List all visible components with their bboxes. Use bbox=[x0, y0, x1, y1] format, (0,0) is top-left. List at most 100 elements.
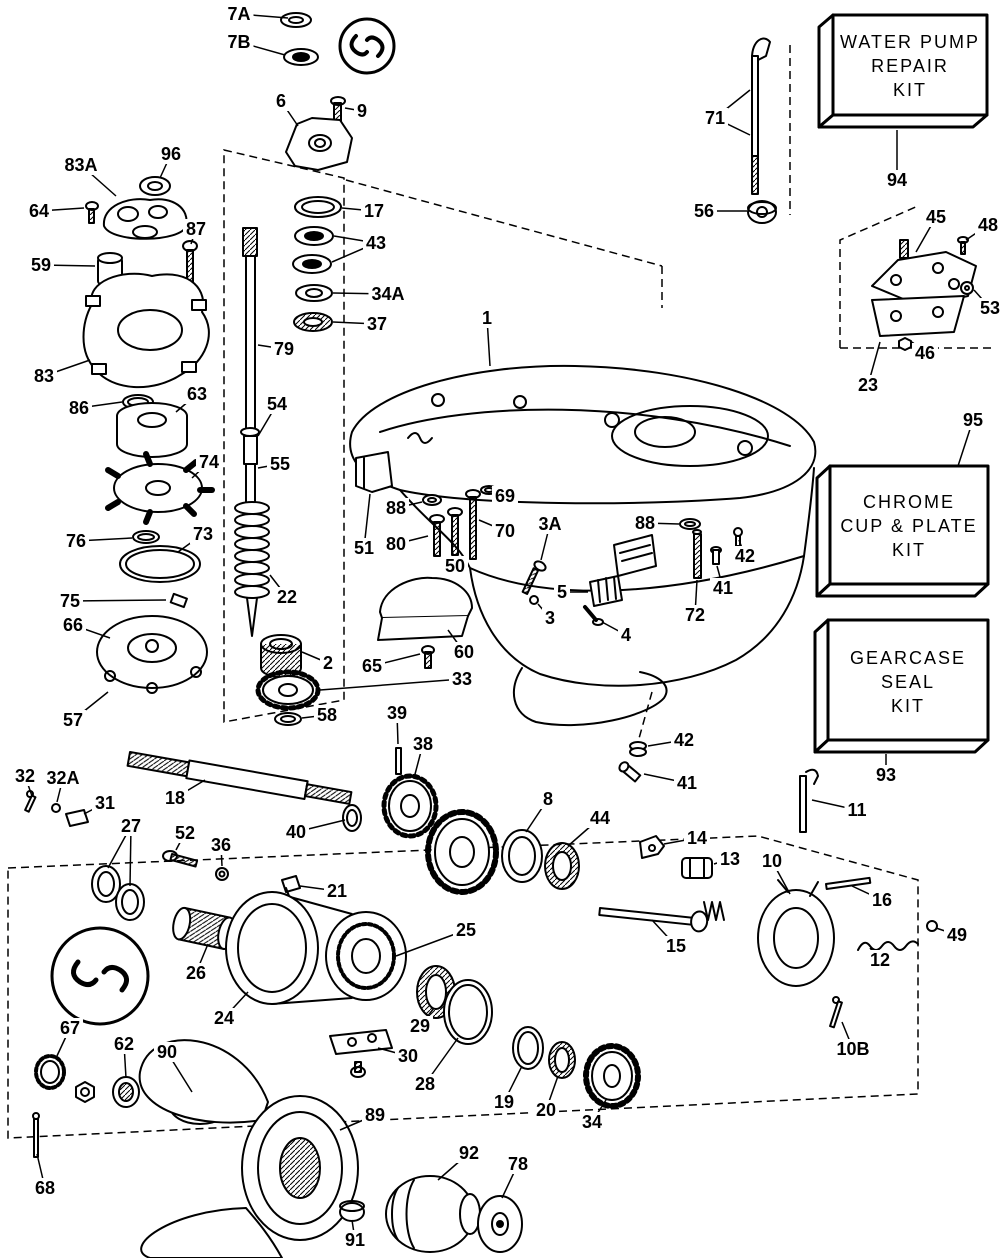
part-label-18: 18 bbox=[161, 788, 189, 808]
part-label-67: 67 bbox=[56, 1018, 84, 1038]
part-label-7B: 7B bbox=[224, 32, 254, 52]
gearcase-seal-kit-box: GEARCASE SEAL KIT bbox=[828, 646, 988, 718]
part-label-34A: 34A bbox=[368, 284, 408, 304]
part-label-5: 5 bbox=[553, 582, 571, 602]
part-label-27: 27 bbox=[117, 816, 145, 836]
part-label-25: 25 bbox=[452, 920, 480, 940]
part-label-32: 32 bbox=[11, 766, 39, 786]
part-label-21: 21 bbox=[323, 881, 351, 901]
part-label-42: 42 bbox=[670, 730, 698, 750]
kit-text-line: REPAIR bbox=[871, 56, 949, 76]
kit-text-line: SEAL bbox=[880, 672, 936, 692]
part-label-26: 26 bbox=[182, 963, 210, 983]
part-label-88: 88 bbox=[382, 498, 410, 518]
part-label-64: 64 bbox=[25, 201, 53, 221]
kit-text-line: GEARCASE bbox=[849, 648, 967, 668]
part-label-6: 6 bbox=[272, 91, 290, 111]
part-label-90: 90 bbox=[153, 1042, 181, 1062]
part-label-19: 19 bbox=[490, 1092, 518, 1112]
part-label-71: 71 bbox=[701, 108, 729, 128]
kit-text-line: KIT bbox=[890, 696, 925, 716]
part-label-38: 38 bbox=[409, 734, 437, 754]
part-label-50: 50 bbox=[441, 556, 469, 576]
part-label-13: 13 bbox=[716, 849, 744, 869]
part-label-42: 42 bbox=[731, 546, 759, 566]
part-label-95: 95 bbox=[959, 410, 987, 430]
kit-text-line: KIT bbox=[891, 540, 926, 560]
part-label-33: 33 bbox=[448, 669, 476, 689]
part-label-48: 48 bbox=[974, 215, 1000, 235]
part-label-68: 68 bbox=[31, 1178, 59, 1198]
part-label-16: 16 bbox=[868, 890, 896, 910]
part-label-3: 3 bbox=[541, 608, 559, 628]
kit-text-line: CHROME bbox=[863, 492, 955, 512]
part-label-59: 59 bbox=[27, 255, 55, 275]
part-label-45: 45 bbox=[922, 207, 950, 227]
part-label-62: 62 bbox=[110, 1034, 138, 1054]
part-label-41: 41 bbox=[709, 578, 737, 598]
part-label-31: 31 bbox=[91, 793, 119, 813]
part-label-23: 23 bbox=[854, 375, 882, 395]
part-label-1: 1 bbox=[478, 308, 496, 328]
part-label-83: 83 bbox=[30, 366, 58, 386]
chrome-cup-plate-kit-box: CHROME CUP & PLATE KIT bbox=[830, 490, 988, 562]
part-label-46: 46 bbox=[911, 343, 939, 363]
part-label-53: 53 bbox=[976, 298, 1000, 318]
part-label-32A: 32A bbox=[43, 768, 83, 788]
water-pump-repair-kit-box: WATER PUMP REPAIR KIT bbox=[833, 30, 987, 102]
part-label-78: 78 bbox=[504, 1154, 532, 1174]
part-label-43: 43 bbox=[362, 233, 390, 253]
part-label-40: 40 bbox=[282, 822, 310, 842]
part-label-58: 58 bbox=[313, 705, 341, 725]
part-label-29: 29 bbox=[406, 1016, 434, 1036]
part-label-49: 49 bbox=[943, 925, 971, 945]
part-label-7A: 7A bbox=[224, 4, 254, 24]
part-label-54: 54 bbox=[263, 394, 291, 414]
part-label-12: 12 bbox=[866, 950, 894, 970]
part-label-37: 37 bbox=[363, 314, 391, 334]
part-label-63: 63 bbox=[183, 384, 211, 404]
part-label-10B: 10B bbox=[833, 1039, 873, 1059]
part-label-66: 66 bbox=[59, 615, 87, 635]
part-label-94: 94 bbox=[883, 170, 911, 190]
parts-art bbox=[24, 12, 990, 1258]
part-label-39: 39 bbox=[383, 703, 411, 723]
part-label-20: 20 bbox=[532, 1100, 560, 1120]
part-label-87: 87 bbox=[182, 219, 210, 239]
part-label-89: 89 bbox=[361, 1105, 389, 1125]
part-label-3A: 3A bbox=[535, 514, 565, 534]
part-label-36: 36 bbox=[207, 835, 235, 855]
part-label-2: 2 bbox=[319, 653, 337, 673]
kit-text-line: KIT bbox=[892, 80, 927, 100]
part-label-57: 57 bbox=[59, 710, 87, 730]
part-label-11: 11 bbox=[844, 800, 870, 820]
part-label-56: 56 bbox=[690, 201, 718, 221]
part-label-15: 15 bbox=[662, 936, 690, 956]
part-label-9: 9 bbox=[353, 101, 371, 121]
part-label-55: 55 bbox=[266, 454, 294, 474]
part-label-96: 96 bbox=[157, 144, 185, 164]
part-label-92: 92 bbox=[455, 1143, 483, 1163]
part-label-75: 75 bbox=[56, 591, 84, 611]
part-label-41: 41 bbox=[673, 773, 701, 793]
part-label-69: 69 bbox=[491, 486, 519, 506]
part-label-76: 76 bbox=[62, 531, 90, 551]
part-label-10: 10 bbox=[758, 851, 786, 871]
part-label-91: 91 bbox=[341, 1230, 369, 1250]
part-label-17: 17 bbox=[360, 201, 388, 221]
part-label-44: 44 bbox=[586, 808, 614, 828]
part-label-28: 28 bbox=[411, 1074, 439, 1094]
kit-text-line: WATER PUMP bbox=[840, 32, 980, 52]
part-label-60: 60 bbox=[450, 642, 478, 662]
part-label-74: 74 bbox=[195, 452, 223, 472]
part-label-93: 93 bbox=[872, 765, 900, 785]
part-label-8: 8 bbox=[539, 789, 557, 809]
part-label-72: 72 bbox=[681, 605, 709, 625]
part-label-70: 70 bbox=[491, 521, 519, 541]
part-label-30: 30 bbox=[394, 1046, 422, 1066]
part-label-79: 79 bbox=[270, 339, 298, 359]
part-label-88: 88 bbox=[631, 513, 659, 533]
